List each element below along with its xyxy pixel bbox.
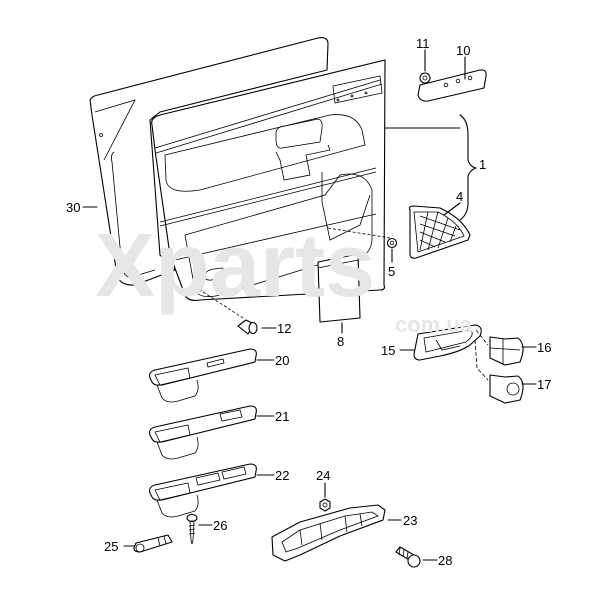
callout-1-bracket: 1 <box>384 114 486 221</box>
part-20-switch-trim: 20 <box>149 348 289 403</box>
part-24-nut: 24 <box>316 468 331 512</box>
part-4-speaker-grille: 4 <box>408 189 471 259</box>
callout-17: 17 <box>537 377 551 392</box>
callout-8: 8 <box>337 334 344 349</box>
part-1-door-trim-panel <box>151 59 391 319</box>
part-16-cap: 16 <box>489 336 551 366</box>
watermark-brand: Xparts <box>95 216 375 316</box>
callout-26: 26 <box>213 518 227 533</box>
callout-12: 12 <box>277 321 291 336</box>
callout-24: 24 <box>316 468 330 483</box>
callout-23: 23 <box>403 513 417 528</box>
callout-15: 15 <box>381 343 395 358</box>
callout-11: 11 <box>416 36 430 51</box>
watermark: Xparts com.ua <box>95 216 473 337</box>
part-17-cap: 17 <box>489 374 551 404</box>
part-21-switch-trim: 21 <box>149 405 289 460</box>
part-10-trim-strip: 10 <box>417 43 487 102</box>
part-28-bolt: 28 <box>395 546 452 568</box>
callout-28: 28 <box>438 553 452 568</box>
callout-5: 5 <box>388 264 395 279</box>
watermark-domain: com.ua <box>395 312 473 337</box>
part-15-door-handle: 15 <box>381 324 489 381</box>
callout-30: 30 <box>66 200 80 215</box>
part-12-expanding-clip: 12 <box>237 319 291 336</box>
part-11-clip: 11 <box>416 36 431 84</box>
callout-22: 22 <box>275 468 289 483</box>
part-23-handle-bracket: 23 <box>271 504 417 562</box>
callout-16: 16 <box>537 340 551 355</box>
callout-4: 4 <box>456 189 463 204</box>
callout-25: 25 <box>104 539 118 554</box>
part-25-clip: 25 <box>104 534 173 554</box>
part-5-nut: 5 <box>386 237 398 279</box>
part-22-switch-trim: 22 <box>149 463 289 518</box>
callout-10: 10 <box>456 43 470 58</box>
part-26-screw: 26 <box>186 513 227 545</box>
callout-30-group: 30 <box>66 200 98 215</box>
part-30-door-frame <box>89 37 329 286</box>
callout-1: 1 <box>479 157 486 172</box>
callout-21: 21 <box>275 409 289 424</box>
callout-20: 20 <box>275 353 289 368</box>
part-8-insulation-pad: 8 <box>317 253 361 349</box>
